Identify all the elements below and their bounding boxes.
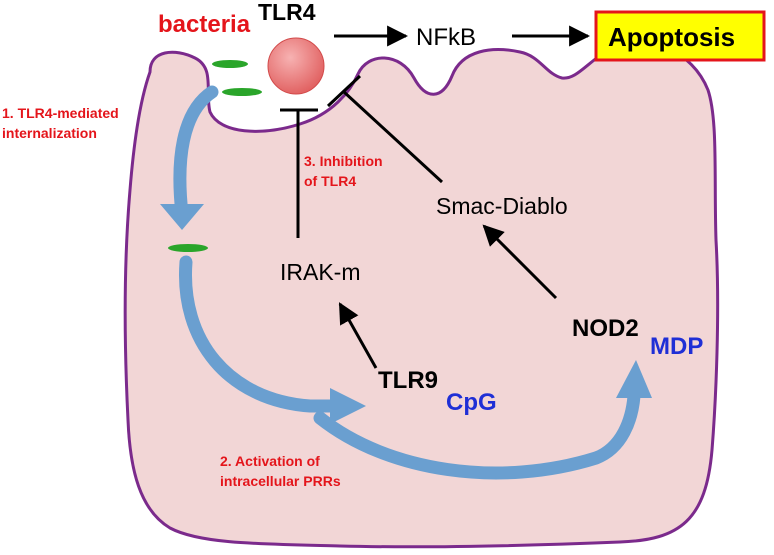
bacterium-rod-3 [168,244,208,252]
step2-label-line1: 2. Activation of [220,453,320,469]
tlr9-activation-flow-arrow [179,255,343,413]
bacterium-rod-2 [222,88,262,96]
mdp-label: MDP [650,333,703,360]
tlr9-to-irak-arrow [338,302,378,369]
step1-label-line2: internalization [2,125,97,141]
nod2-label: NOD2 [572,315,639,342]
tlr9-label: TLR9 [378,367,438,394]
cell-membrane [123,40,720,549]
bacterium-rod-1 [212,60,248,68]
cpg-label: CpG [446,389,497,416]
smac-inhibition-line [342,90,444,184]
step1-label-line1: 1. TLR4-mediated [2,105,119,121]
bacteria-label: bacteria [158,11,251,38]
step3-label-line1: 3. Inhibition [304,153,383,169]
tlr4-label: TLR4 [258,0,316,25]
nfkb-label: NFkB [416,24,476,51]
internalization-arrowhead [160,204,204,230]
tlr9-arrowhead [330,388,366,424]
nod2-arrowhead [616,360,652,398]
step2-label-line2: intracellular PRRs [220,473,341,489]
smac-diablo-label: Smac-Diablo [436,193,568,219]
step3-label-line2: of TLR4 [304,173,356,189]
nod2-activation-flow-arrow [313,389,641,480]
irak-m-label: IRAK-m [280,259,361,285]
bacterium-sphere [267,37,325,95]
smac-inhibition-bar [326,74,362,108]
nod2-to-smac-arrow [482,224,558,300]
apoptosis-label: Apoptosis [608,22,735,52]
internalization-flow-arrow [173,85,219,221]
apoptosis-box [594,10,766,62]
